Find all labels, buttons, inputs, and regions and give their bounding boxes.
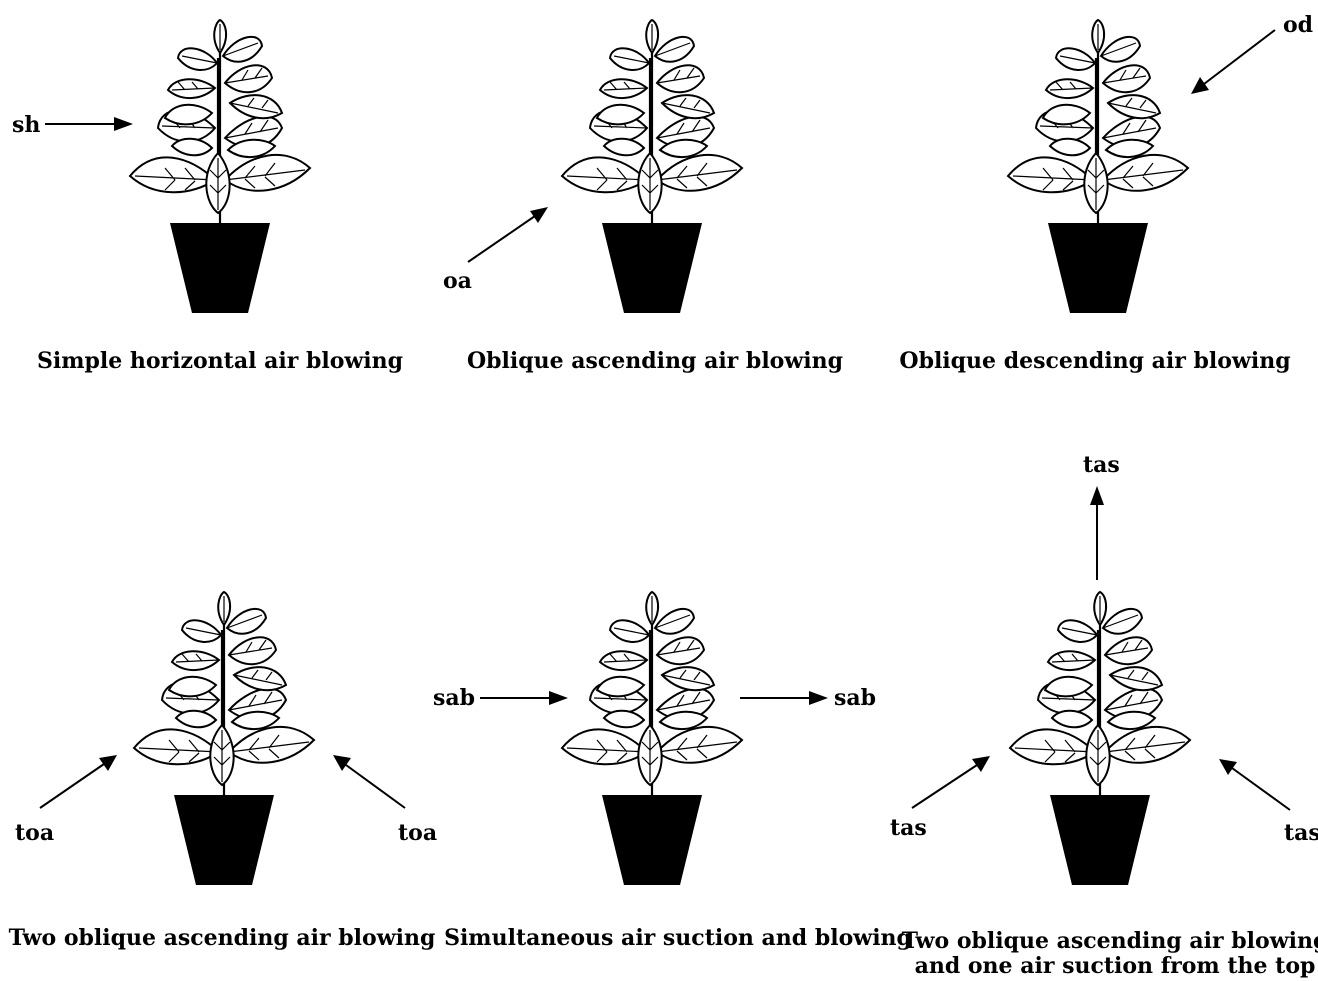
arrow-tas-left bbox=[912, 756, 990, 808]
plant-3 bbox=[1008, 20, 1188, 313]
caption-panel-1: Simple horizontal air blowing bbox=[37, 348, 403, 374]
plant-1 bbox=[130, 20, 310, 313]
arrow-label-tas-left: tas bbox=[890, 815, 927, 841]
arrow-label-sab-in: sab bbox=[433, 685, 475, 711]
plant-2 bbox=[562, 20, 742, 313]
arrow-label-oa: oa bbox=[443, 268, 472, 294]
arrow-sh bbox=[45, 117, 133, 131]
arrow-label-tas-right: tas bbox=[1284, 820, 1318, 846]
plant-6 bbox=[1010, 592, 1190, 885]
arrow-toa-left bbox=[40, 755, 117, 808]
arrow-toa-right bbox=[333, 755, 405, 808]
arrow-tas-top bbox=[1090, 486, 1104, 580]
arrow-label-od: od bbox=[1283, 12, 1313, 38]
caption-panel-4: Two oblique ascending air blowing bbox=[9, 925, 436, 951]
arrow-oa bbox=[468, 207, 548, 262]
caption-panel-5: Simultaneous air suction and blowing bbox=[444, 925, 912, 951]
arrow-label-toa-right: toa bbox=[398, 820, 437, 846]
arrow-sab-out bbox=[740, 691, 828, 705]
arrow-label-sab-out: sab bbox=[834, 685, 876, 711]
arrow-tas-right bbox=[1219, 759, 1290, 810]
plant-5 bbox=[562, 592, 742, 885]
caption-panel-6-line-2: and one air suction from the top bbox=[915, 953, 1316, 979]
arrow-label-sh: sh bbox=[12, 112, 40, 138]
caption-panel-3: Oblique descending air blowing bbox=[899, 348, 1290, 374]
arrow-label-tas-top: tas bbox=[1083, 452, 1120, 478]
caption-panel-2: Oblique ascending air blowing bbox=[467, 348, 843, 374]
plant-4 bbox=[134, 592, 314, 885]
caption-panel-6-line-1: Two oblique ascending air blowing bbox=[902, 928, 1318, 954]
arrow-label-toa-left: toa bbox=[15, 820, 54, 846]
arrow-sab-in bbox=[480, 691, 568, 705]
arrow-od bbox=[1191, 30, 1275, 94]
